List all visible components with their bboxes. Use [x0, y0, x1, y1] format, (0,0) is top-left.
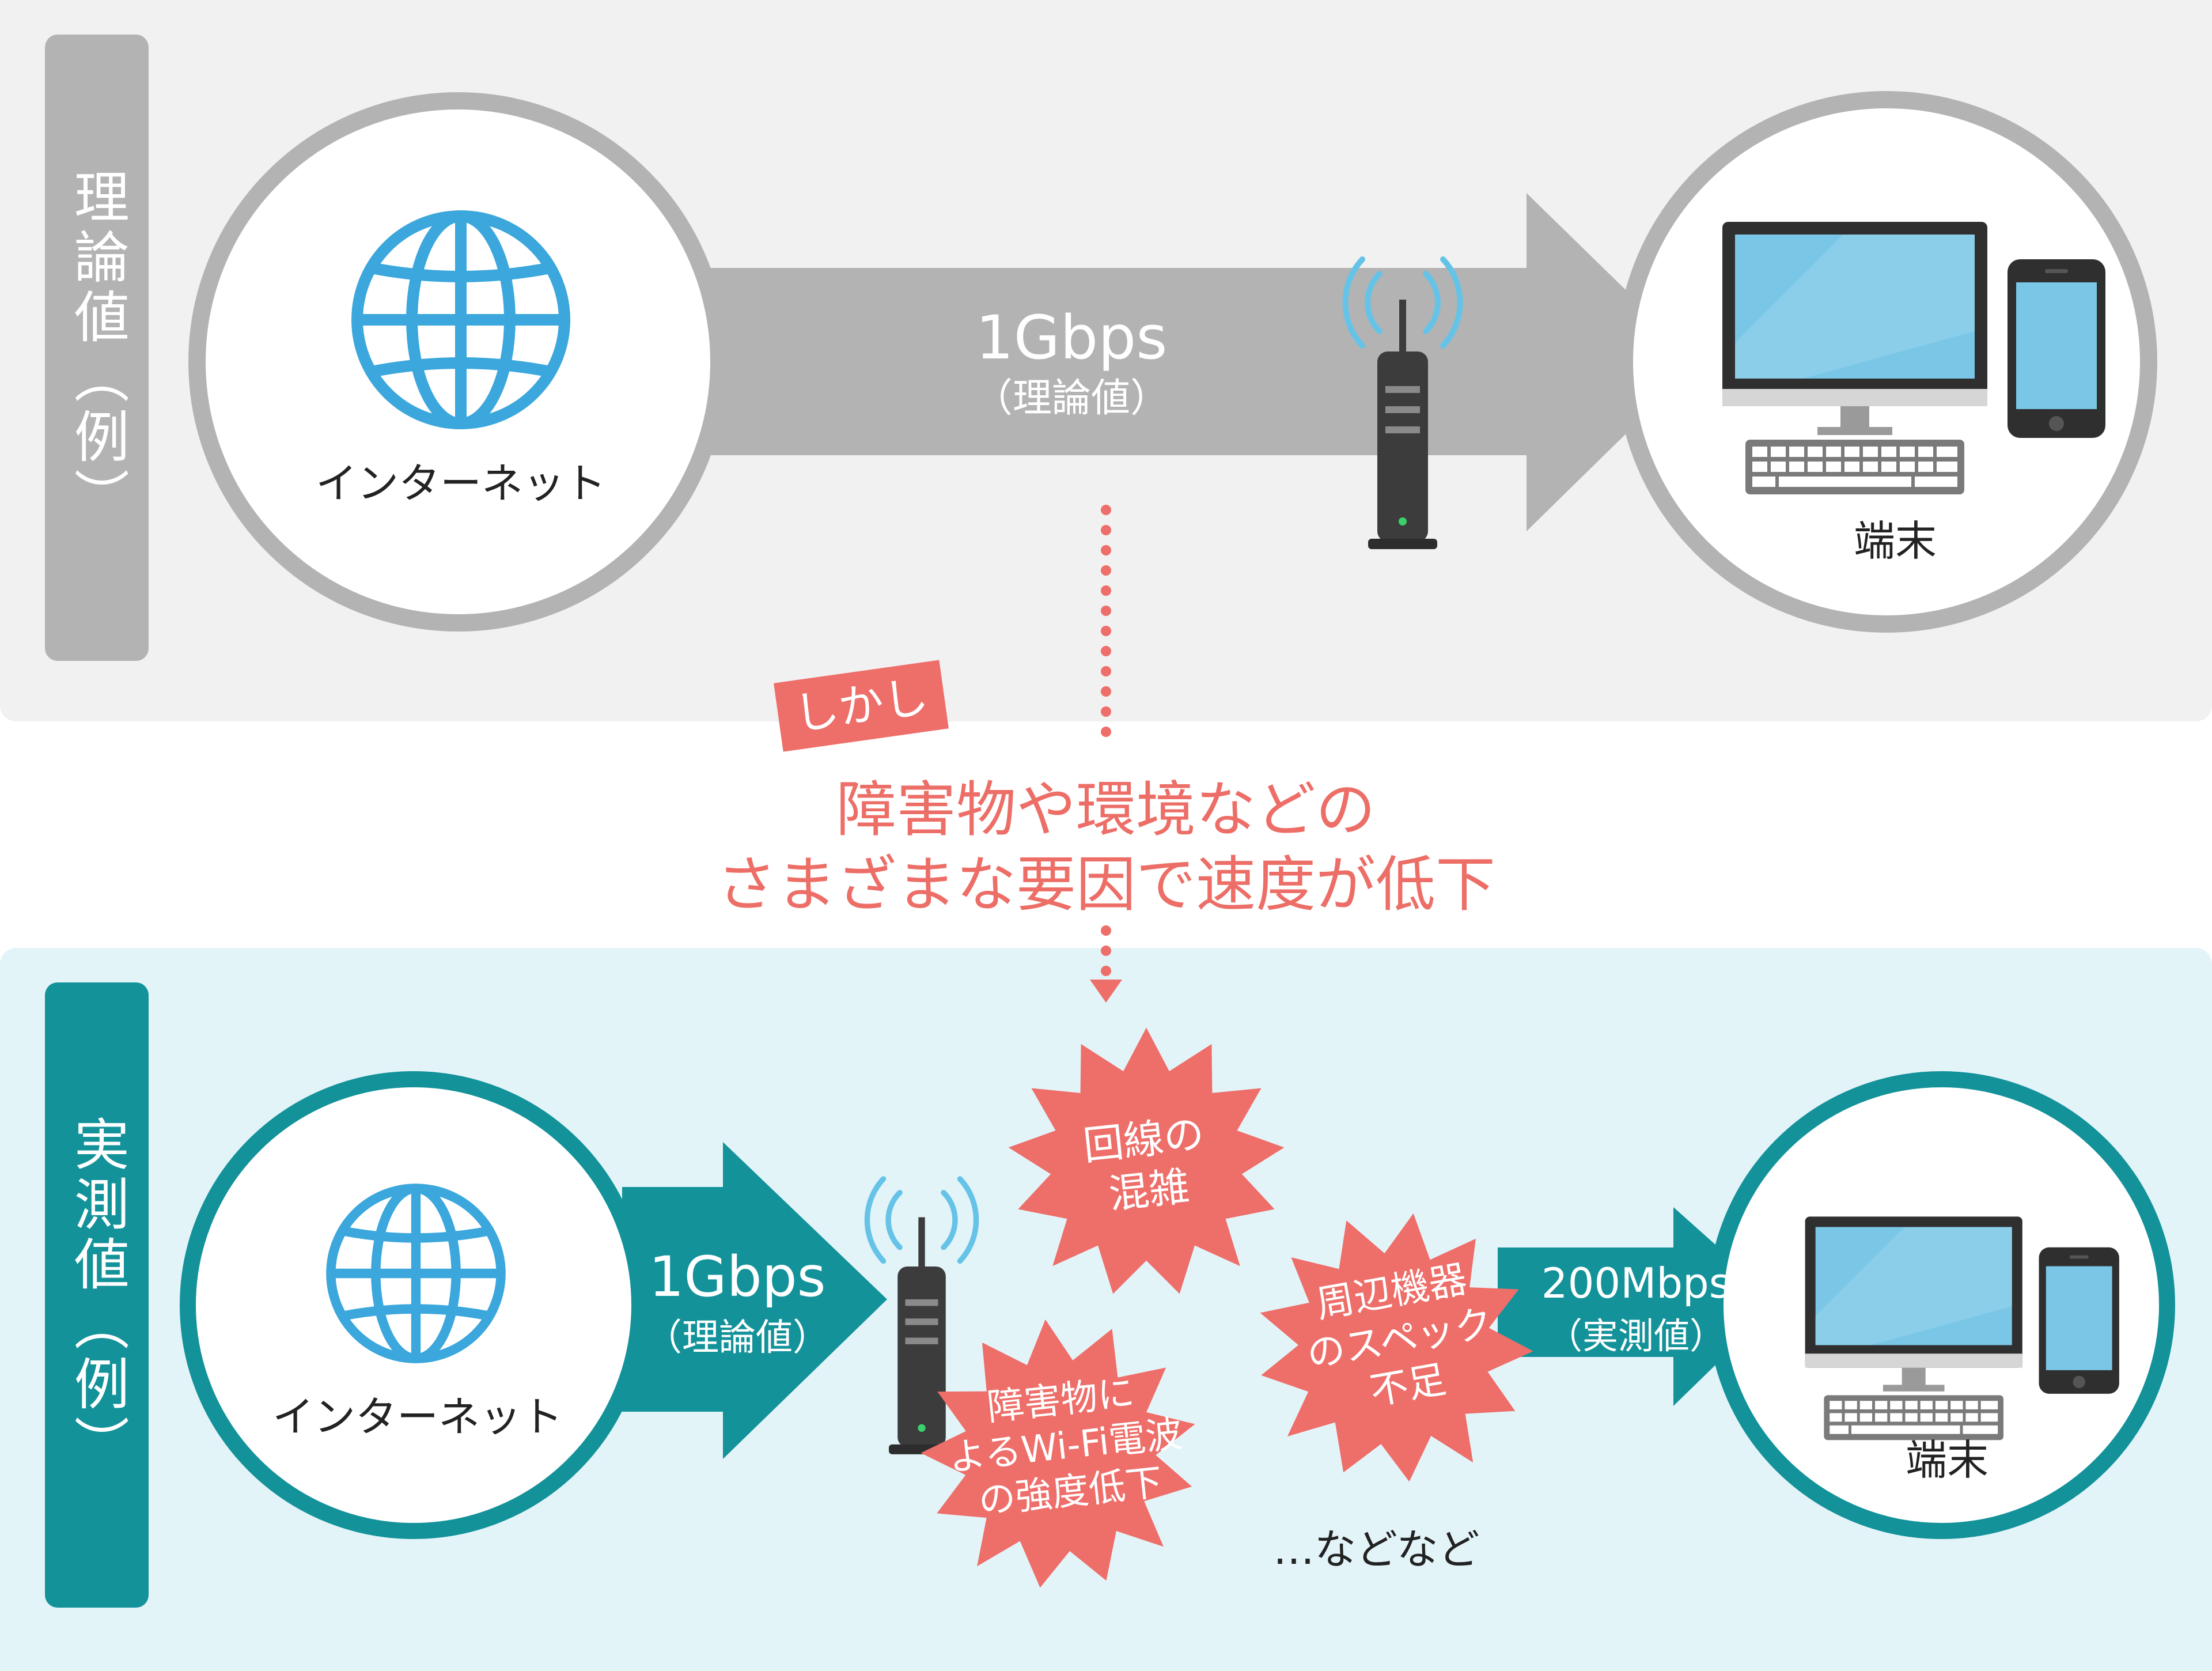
actual-result-speed-note: （実測値） — [1546, 1315, 1725, 1357]
theory-speed: 1Gbps — [975, 303, 1168, 373]
actual-tab-label: 実測値（例） — [45, 982, 149, 1608]
theory-speed-note: （理論値） — [973, 376, 1169, 421]
actual-input-speed: 1Gbps — [649, 1245, 826, 1309]
globe-icon — [331, 1188, 501, 1358]
theory-device-label: 端末 — [1853, 517, 1937, 565]
caption-line-2: さまざまな要因で速度が低下 — [716, 849, 1495, 920]
actual-input-speed-note: （理論値） — [645, 1317, 830, 1359]
actual-result-speed: 200Mbps — [1541, 1259, 1731, 1307]
actual-device-label: 端末 — [1905, 1436, 1988, 1484]
actual-internet-label: インターネット — [272, 1393, 563, 1441]
etc-label: …などなど — [1273, 1525, 1480, 1574]
globe-icon — [357, 216, 565, 424]
caption-line-1: 障害物や環境などの — [836, 774, 1376, 845]
theory-tab-label: 理論値（例） — [45, 35, 149, 661]
dotted-connector — [1090, 505, 1122, 1003]
theory-internet-label: インターネット — [315, 459, 606, 508]
